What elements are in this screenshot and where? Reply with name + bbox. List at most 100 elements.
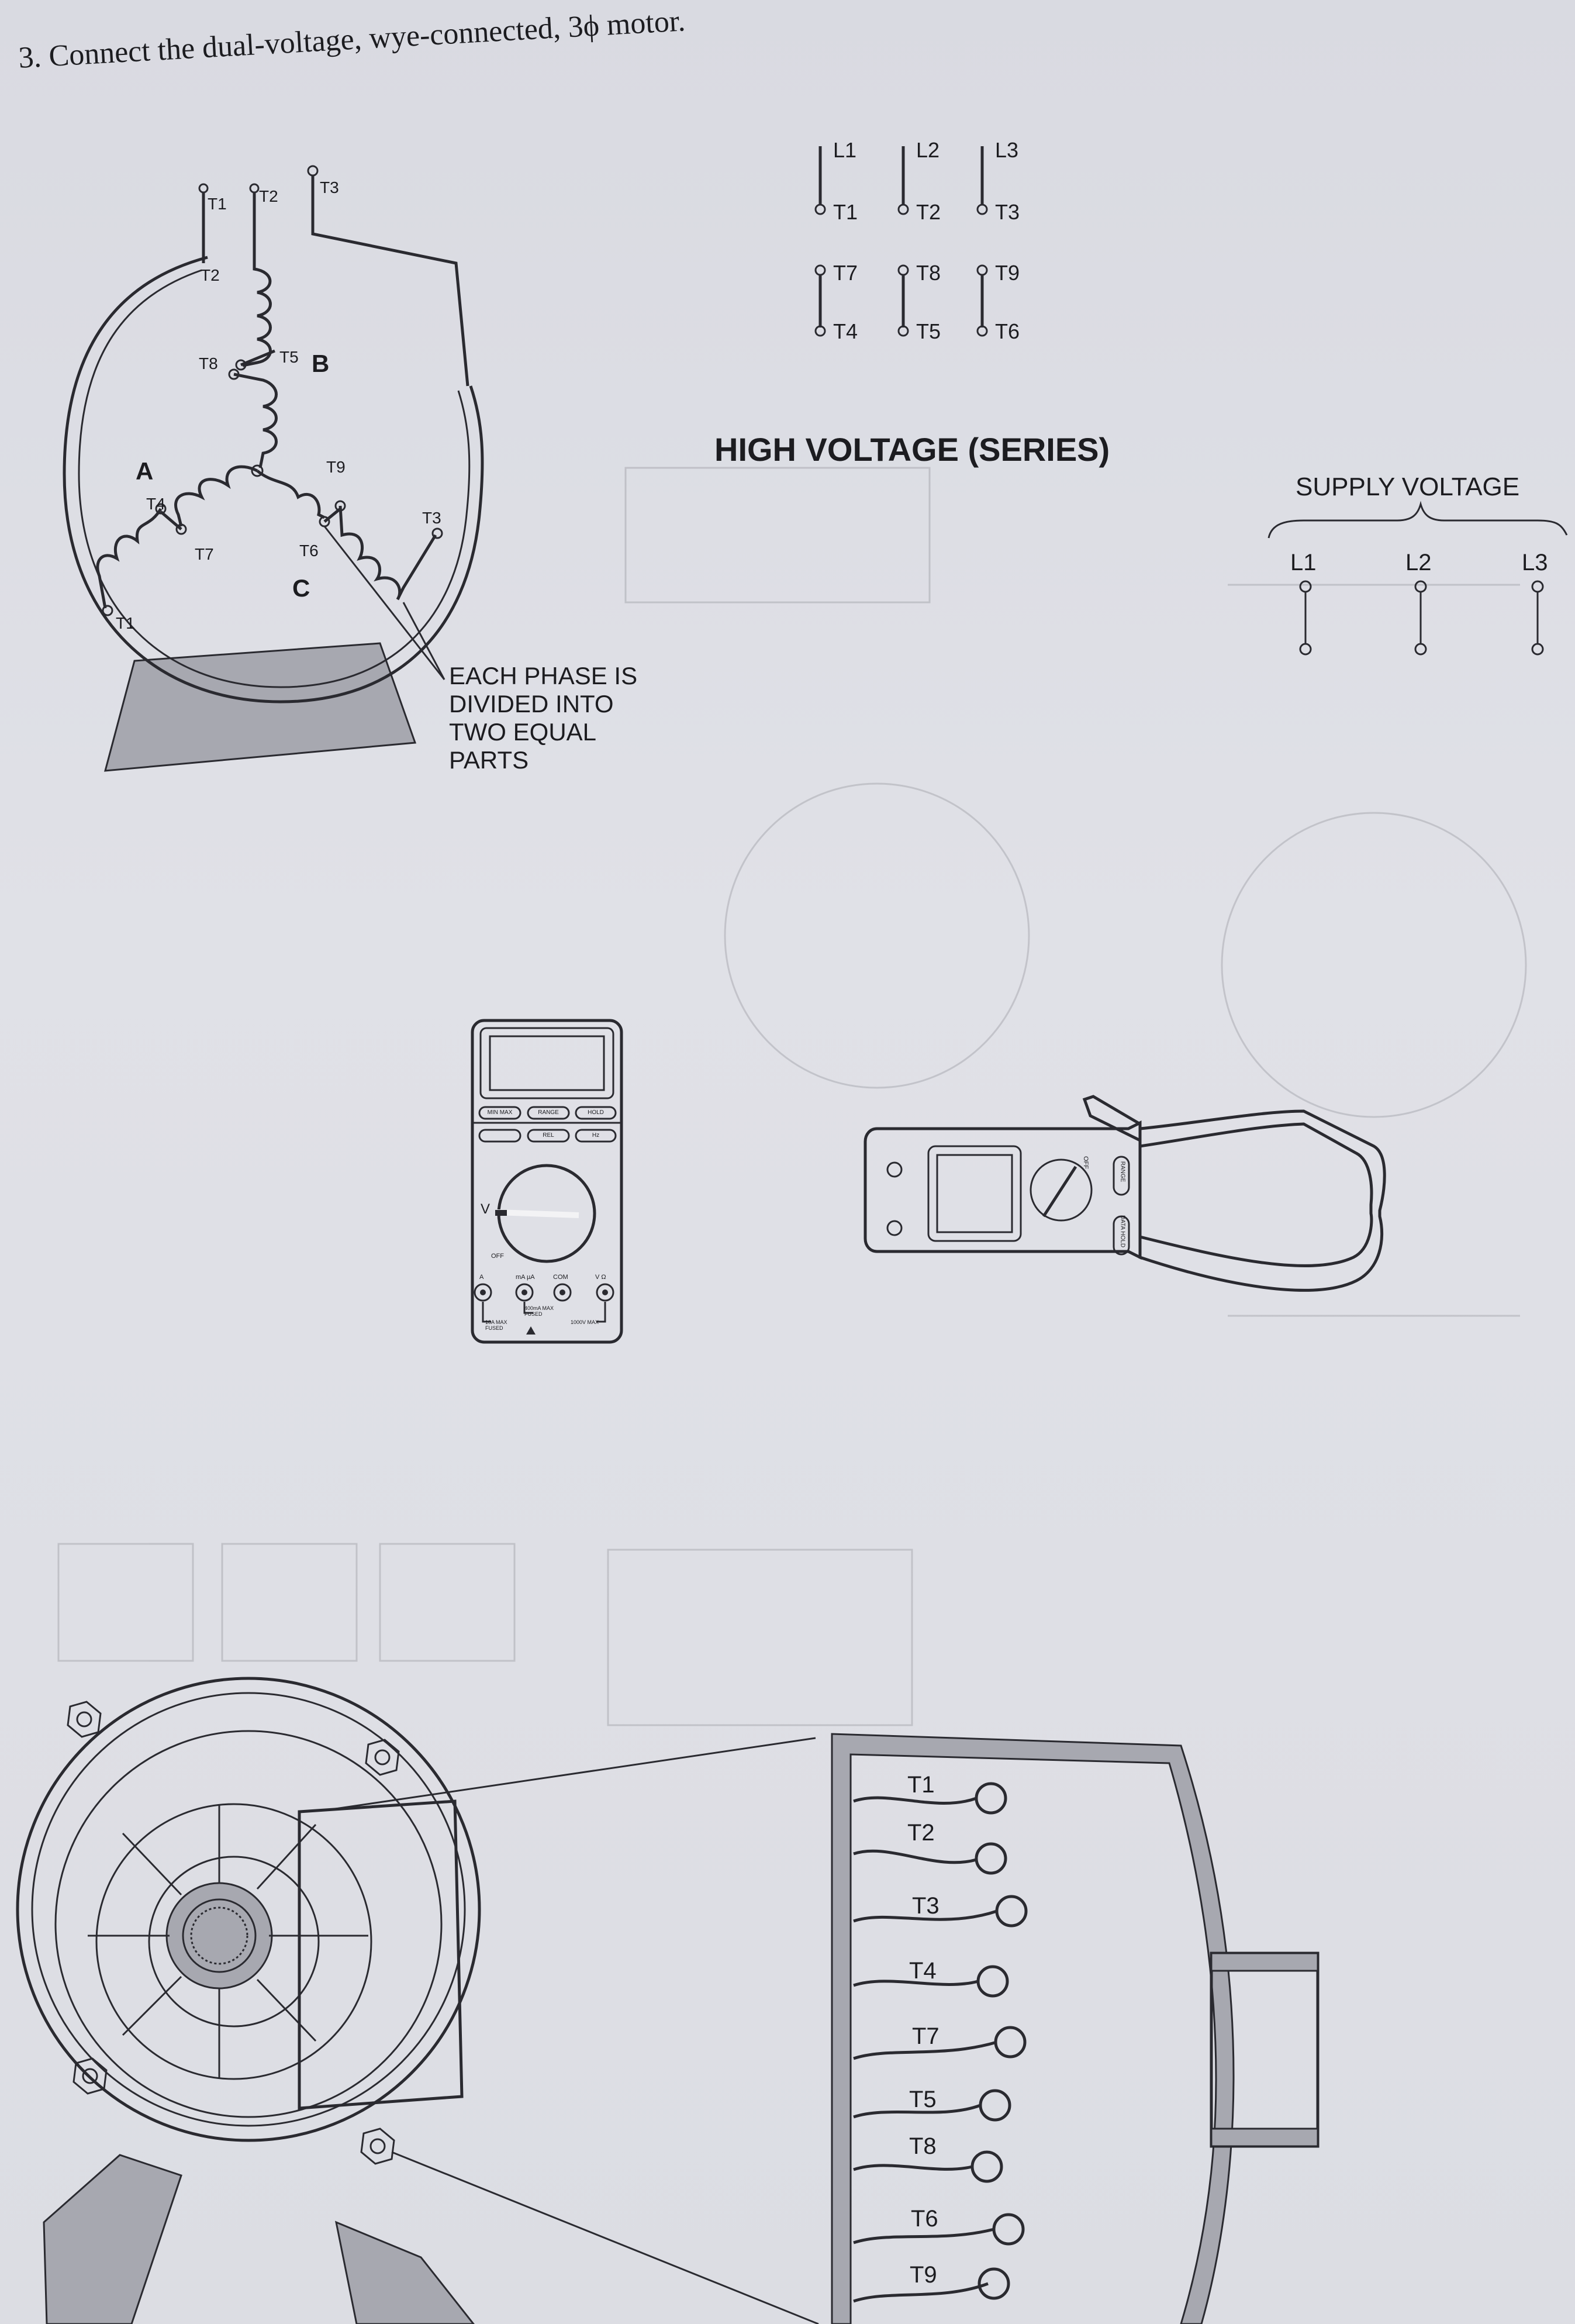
motor-label-t6: T6 bbox=[299, 542, 319, 560]
terminal-box-frame bbox=[831, 1733, 1235, 2324]
zoom-leader-top bbox=[327, 1737, 816, 1811]
clamp-meter[interactable] bbox=[864, 1095, 1386, 1292]
clamp-meter-off-label: OFF bbox=[1082, 1156, 1089, 1169]
clamp-meter-jack-com[interactable] bbox=[886, 1161, 903, 1178]
multimeter-range-button[interactable] bbox=[527, 1106, 570, 1120]
lead-t3-top bbox=[311, 175, 469, 387]
end-bell-outer bbox=[16, 1677, 481, 2142]
digital-multimeter[interactable] bbox=[471, 1019, 623, 1344]
clamp-meter-range-button[interactable] bbox=[1113, 1156, 1130, 1196]
schematic-line-l1: L1 bbox=[833, 138, 857, 162]
wye-center bbox=[251, 464, 264, 477]
clamp-meter-body bbox=[864, 1120, 1142, 1260]
motor-end-view bbox=[16, 1677, 481, 2324]
multimeter-jack-a[interactable] bbox=[474, 1283, 492, 1302]
multimeter-jack-com[interactable] bbox=[553, 1283, 572, 1302]
motor-housing-inner bbox=[78, 269, 471, 688]
multimeter-jack-v[interactable] bbox=[596, 1283, 614, 1302]
supply-line-l3: L3 bbox=[1522, 550, 1548, 575]
terminal-lead-t7: T7 bbox=[912, 2023, 940, 2049]
phase-note-line-1: EACH PHASE IS bbox=[449, 662, 638, 689]
clamp-jaws[interactable] bbox=[1138, 1109, 1386, 1292]
motor-label-t3-inner: T3 bbox=[422, 509, 441, 527]
terminal-lead-t1: T1 bbox=[907, 1772, 935, 1798]
phase-note-line-2: DIVIDED INTO bbox=[449, 690, 614, 718]
zoom-leader-bottom bbox=[391, 2151, 819, 2324]
phase-note: EACH PHASE IS DIVIDED INTO TWO EQUAL PAR… bbox=[449, 662, 695, 774]
motor-label-t7: T7 bbox=[195, 545, 214, 563]
end-view-foot-right bbox=[334, 2220, 475, 2324]
clamp-meter-jack-v[interactable] bbox=[886, 1220, 903, 1236]
terminal-lead-t9: T9 bbox=[910, 2262, 937, 2288]
clamp-meter-range-label: RANGE bbox=[1119, 1161, 1126, 1182]
multimeter-jack-com-label: COM bbox=[553, 1274, 568, 1281]
motor-label-t1-inner: T1 bbox=[116, 614, 135, 632]
motor-label-t2-inner: T2 bbox=[201, 266, 220, 284]
note-arrow-1 bbox=[323, 526, 445, 680]
phase-label-b: B bbox=[312, 350, 330, 377]
multimeter-backlight-button[interactable] bbox=[478, 1129, 521, 1143]
multimeter-rating-400ma: 400mA MAX FUSED bbox=[524, 1305, 554, 1317]
supply-line-l2: L2 bbox=[1405, 550, 1432, 575]
motor-label-t9: T9 bbox=[326, 458, 346, 476]
clamp-trigger[interactable] bbox=[1082, 1095, 1141, 1142]
phase-a-coil-lower bbox=[96, 508, 163, 609]
clamp-meter-display bbox=[936, 1154, 1013, 1233]
schematic-line-l3: L3 bbox=[995, 138, 1019, 162]
clamp-meter-dial[interactable] bbox=[1030, 1158, 1093, 1222]
terminal-lead-t4: T4 bbox=[909, 1958, 937, 1984]
phase-b-coil-lower bbox=[233, 373, 278, 468]
phase-c-coil-upper bbox=[256, 470, 326, 519]
motor-label-t5: T5 bbox=[279, 348, 299, 366]
multimeter-jack-ma[interactable] bbox=[515, 1283, 534, 1302]
multimeter-hold-label: HOLD bbox=[588, 1109, 604, 1116]
motor-label-t4: T4 bbox=[146, 495, 165, 513]
terminal-lead-t5: T5 bbox=[909, 2087, 937, 2112]
phase-b-coil-upper bbox=[242, 257, 272, 367]
phase-a-coil-upper bbox=[174, 465, 258, 527]
connection-heading: HIGH VOLTAGE (SERIES) bbox=[714, 431, 1110, 468]
multimeter-rel-button[interactable] bbox=[527, 1129, 570, 1143]
schematic-top-t3: T3 bbox=[995, 200, 1020, 224]
multimeter-display bbox=[489, 1035, 605, 1091]
motor-label-t8: T8 bbox=[199, 354, 218, 373]
motor-base bbox=[103, 642, 417, 772]
terminal-lead-t6: T6 bbox=[911, 2206, 938, 2232]
schematic-upper-t7: T7 bbox=[833, 261, 858, 285]
supply-brace bbox=[1267, 501, 1568, 539]
multimeter-jack-a-label: A bbox=[479, 1274, 484, 1281]
clamp-meter-hold-button[interactable] bbox=[1113, 1215, 1130, 1256]
motor-label-t1: T1 bbox=[208, 195, 227, 213]
terminal-lead-t2: T2 bbox=[907, 1820, 935, 1846]
motor-label-t2: T2 bbox=[259, 187, 278, 205]
phase-note-line-3: TWO EQUAL bbox=[449, 718, 597, 746]
multimeter-hold-button[interactable] bbox=[575, 1106, 617, 1120]
conduit-box bbox=[298, 1799, 464, 2110]
multimeter-rating-1000v: 1000V MAX bbox=[571, 1319, 599, 1325]
terminal-box-zoom bbox=[831, 1733, 1320, 2324]
multimeter-hz-button[interactable] bbox=[575, 1129, 617, 1143]
phase-label-c: C bbox=[292, 574, 310, 602]
phase-c-coil-lower bbox=[339, 505, 437, 601]
multimeter-jack-ma-label: mA µA bbox=[516, 1274, 535, 1281]
bleed-through-ghost bbox=[57, 467, 1527, 1726]
phase-label-a: A bbox=[136, 457, 154, 485]
supply-voltage-diagram bbox=[1267, 501, 1568, 656]
schematic-upper-t8: T8 bbox=[916, 261, 941, 285]
motor-label-t3: T3 bbox=[320, 178, 339, 196]
schematic-upper-t9: T9 bbox=[995, 261, 1020, 285]
terminal-box-leads bbox=[853, 1782, 1028, 2303]
multimeter-minmax-button[interactable] bbox=[478, 1106, 521, 1120]
schematic-top-t1: T1 bbox=[833, 200, 858, 224]
schematic-lower-t4: T4 bbox=[833, 319, 858, 343]
multimeter-dial-label: V bbox=[481, 1201, 491, 1217]
motor-housing-outer bbox=[63, 256, 484, 704]
clamp-meter-hold-label: DATA HOLD bbox=[1119, 1215, 1126, 1248]
note-arrow-2 bbox=[402, 602, 445, 680]
multimeter-off-label: OFF bbox=[491, 1253, 504, 1260]
phase-note-line-4: PARTS bbox=[449, 746, 529, 774]
multimeter-hz-label: Hz bbox=[592, 1132, 600, 1139]
terminal-lead-t8: T8 bbox=[909, 2133, 937, 2159]
